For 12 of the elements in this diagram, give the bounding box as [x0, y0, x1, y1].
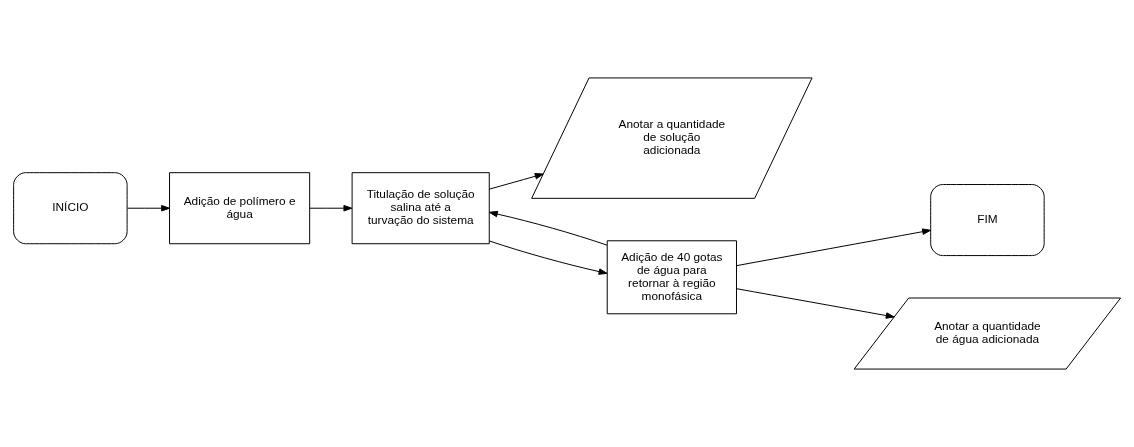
node-box: Adição de 40 gotas de água para retornar à região monofásica: [606, 240, 737, 315]
arrow: [488, 210, 608, 246]
arrow: [736, 288, 895, 319]
node-box: INÍCIO: [13, 172, 128, 245]
arrow: [309, 204, 353, 212]
arrow: [736, 228, 932, 267]
node-box: FIM: [930, 184, 1045, 257]
node-box: Adição de polímero e água: [169, 172, 311, 245]
arrow: [488, 240, 608, 275]
arrow: [488, 173, 544, 190]
node-box: Titulação de solução salina até a turvação do sistema: [351, 172, 490, 245]
arrow: [127, 204, 171, 212]
